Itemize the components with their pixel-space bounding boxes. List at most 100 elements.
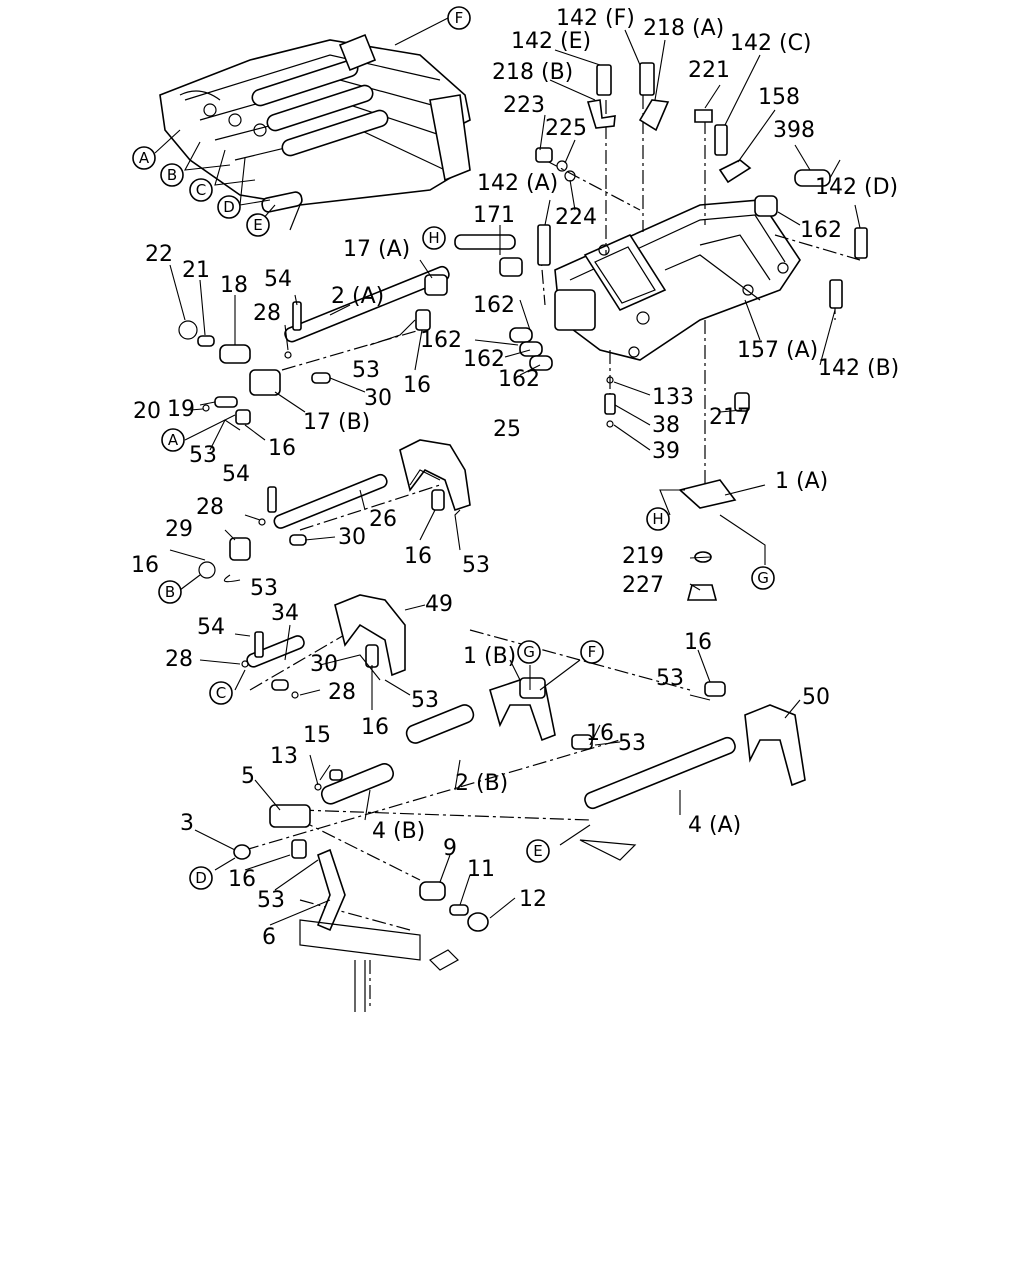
svg-text:D: D xyxy=(223,198,235,216)
part-label: 53 xyxy=(462,553,490,578)
part-label: 171 xyxy=(473,203,515,228)
top-right-parts xyxy=(454,62,868,601)
part-label: 30 xyxy=(338,525,366,550)
part-label: 398 xyxy=(773,118,815,143)
part-label: 28 xyxy=(196,495,224,520)
svg-text:B: B xyxy=(167,166,177,184)
callout-circle: F xyxy=(580,640,604,664)
part-label: 11 xyxy=(467,857,495,882)
shift-rails-and-forks xyxy=(178,265,806,1012)
part-label: 162 xyxy=(473,293,515,318)
part-label: 217 xyxy=(709,405,751,430)
part-label: 142 (F) xyxy=(556,6,635,31)
part-label: 53 xyxy=(656,666,684,691)
callout-circle: A xyxy=(132,146,156,170)
part-label: 3 xyxy=(180,811,194,836)
part-label: 39 xyxy=(652,439,680,464)
alignment-lines xyxy=(244,95,861,1010)
part-label: 16 xyxy=(404,544,432,569)
svg-text:E: E xyxy=(253,216,262,234)
part-label: 16 xyxy=(586,721,614,746)
callout-circle: B xyxy=(158,580,182,604)
part-label: 13 xyxy=(270,744,298,769)
callout-circle: E xyxy=(246,213,270,237)
svg-text:C: C xyxy=(216,684,226,702)
part-label: 2 (A) xyxy=(331,284,384,309)
part-label: 162 xyxy=(498,367,540,392)
part-label: 218 (B) xyxy=(492,60,573,85)
part-label: 53 xyxy=(618,731,646,756)
part-label: 54 xyxy=(264,267,292,292)
part-label: 227 xyxy=(622,573,664,598)
part-label: 49 xyxy=(425,592,453,617)
part-label: 54 xyxy=(197,615,225,640)
part-label: 1 (A) xyxy=(775,469,828,494)
svg-text:B: B xyxy=(165,583,175,601)
svg-text:F: F xyxy=(588,643,597,661)
assembly-overview xyxy=(154,17,471,231)
part-label: 4 (A) xyxy=(688,813,741,838)
part-label: 15 xyxy=(303,723,331,748)
svg-text:A: A xyxy=(139,149,150,167)
part-label: 30 xyxy=(310,652,338,677)
part-label: 219 xyxy=(622,544,664,569)
callout-circle: C xyxy=(209,681,233,705)
callout-circle: D xyxy=(189,866,213,890)
part-label: 16 xyxy=(403,373,431,398)
part-label: 225 xyxy=(545,116,587,141)
svg-text:A: A xyxy=(168,431,179,449)
part-label: 53 xyxy=(257,888,285,913)
svg-text:G: G xyxy=(523,643,535,661)
part-label: 142 (D) xyxy=(815,175,898,200)
callout-circle: H xyxy=(646,507,670,531)
part-label: 28 xyxy=(165,647,193,672)
part-label: 21 xyxy=(182,258,210,283)
callout-circle: C xyxy=(189,178,213,202)
callout-circle: A xyxy=(161,428,185,452)
part-label: 221 xyxy=(688,58,730,83)
part-label: 1 (B) xyxy=(463,644,516,669)
shift-cover-housing xyxy=(554,195,801,361)
part-label: 54 xyxy=(222,462,250,487)
part-label: 25 xyxy=(493,417,521,442)
part-label: 223 xyxy=(503,93,545,118)
part-label: 17 (A) xyxy=(343,237,410,262)
part-label: 133 xyxy=(652,385,694,410)
part-label: 34 xyxy=(271,601,299,626)
svg-text:F: F xyxy=(455,9,464,27)
part-label: 142 (B) xyxy=(818,356,899,381)
part-label: 53 xyxy=(189,443,217,468)
part-label: 218 (A) xyxy=(643,16,724,41)
part-label: 16 xyxy=(131,553,159,578)
leader-lines xyxy=(169,29,861,926)
part-label: 6 xyxy=(262,925,276,950)
svg-text:H: H xyxy=(428,229,439,247)
callout-circle: D xyxy=(217,195,241,219)
part-label: 142 (C) xyxy=(730,31,812,56)
part-label: 12 xyxy=(519,887,547,912)
part-label: 158 xyxy=(758,85,800,110)
part-label: 16 xyxy=(228,867,256,892)
part-label: 16 xyxy=(684,630,712,655)
part-label: 9 xyxy=(443,836,457,861)
part-label: 4 (B) xyxy=(372,819,425,844)
part-label: 162 xyxy=(800,218,842,243)
part-label: 5 xyxy=(241,764,255,789)
callout-circle: G xyxy=(517,640,541,664)
part-label: 19 xyxy=(167,397,195,422)
part-label: 16 xyxy=(268,436,296,461)
part-label: 20 xyxy=(133,399,161,424)
part-label: 17 (B) xyxy=(303,410,370,435)
svg-text:G: G xyxy=(757,569,769,587)
part-label: 38 xyxy=(652,413,680,438)
part-label: 18 xyxy=(220,273,248,298)
svg-text:D: D xyxy=(195,869,207,887)
reference-callouts: F A B C D E H A B C D E G F H G xyxy=(132,6,775,890)
part-label: 50 xyxy=(802,685,830,710)
part-label: 53 xyxy=(411,688,439,713)
part-label: 26 xyxy=(369,507,397,532)
part-label: 142 (A) xyxy=(477,171,558,196)
part-label: 157 (A) xyxy=(737,338,818,363)
svg-text:H: H xyxy=(652,510,663,528)
part-label: 224 xyxy=(555,205,597,230)
